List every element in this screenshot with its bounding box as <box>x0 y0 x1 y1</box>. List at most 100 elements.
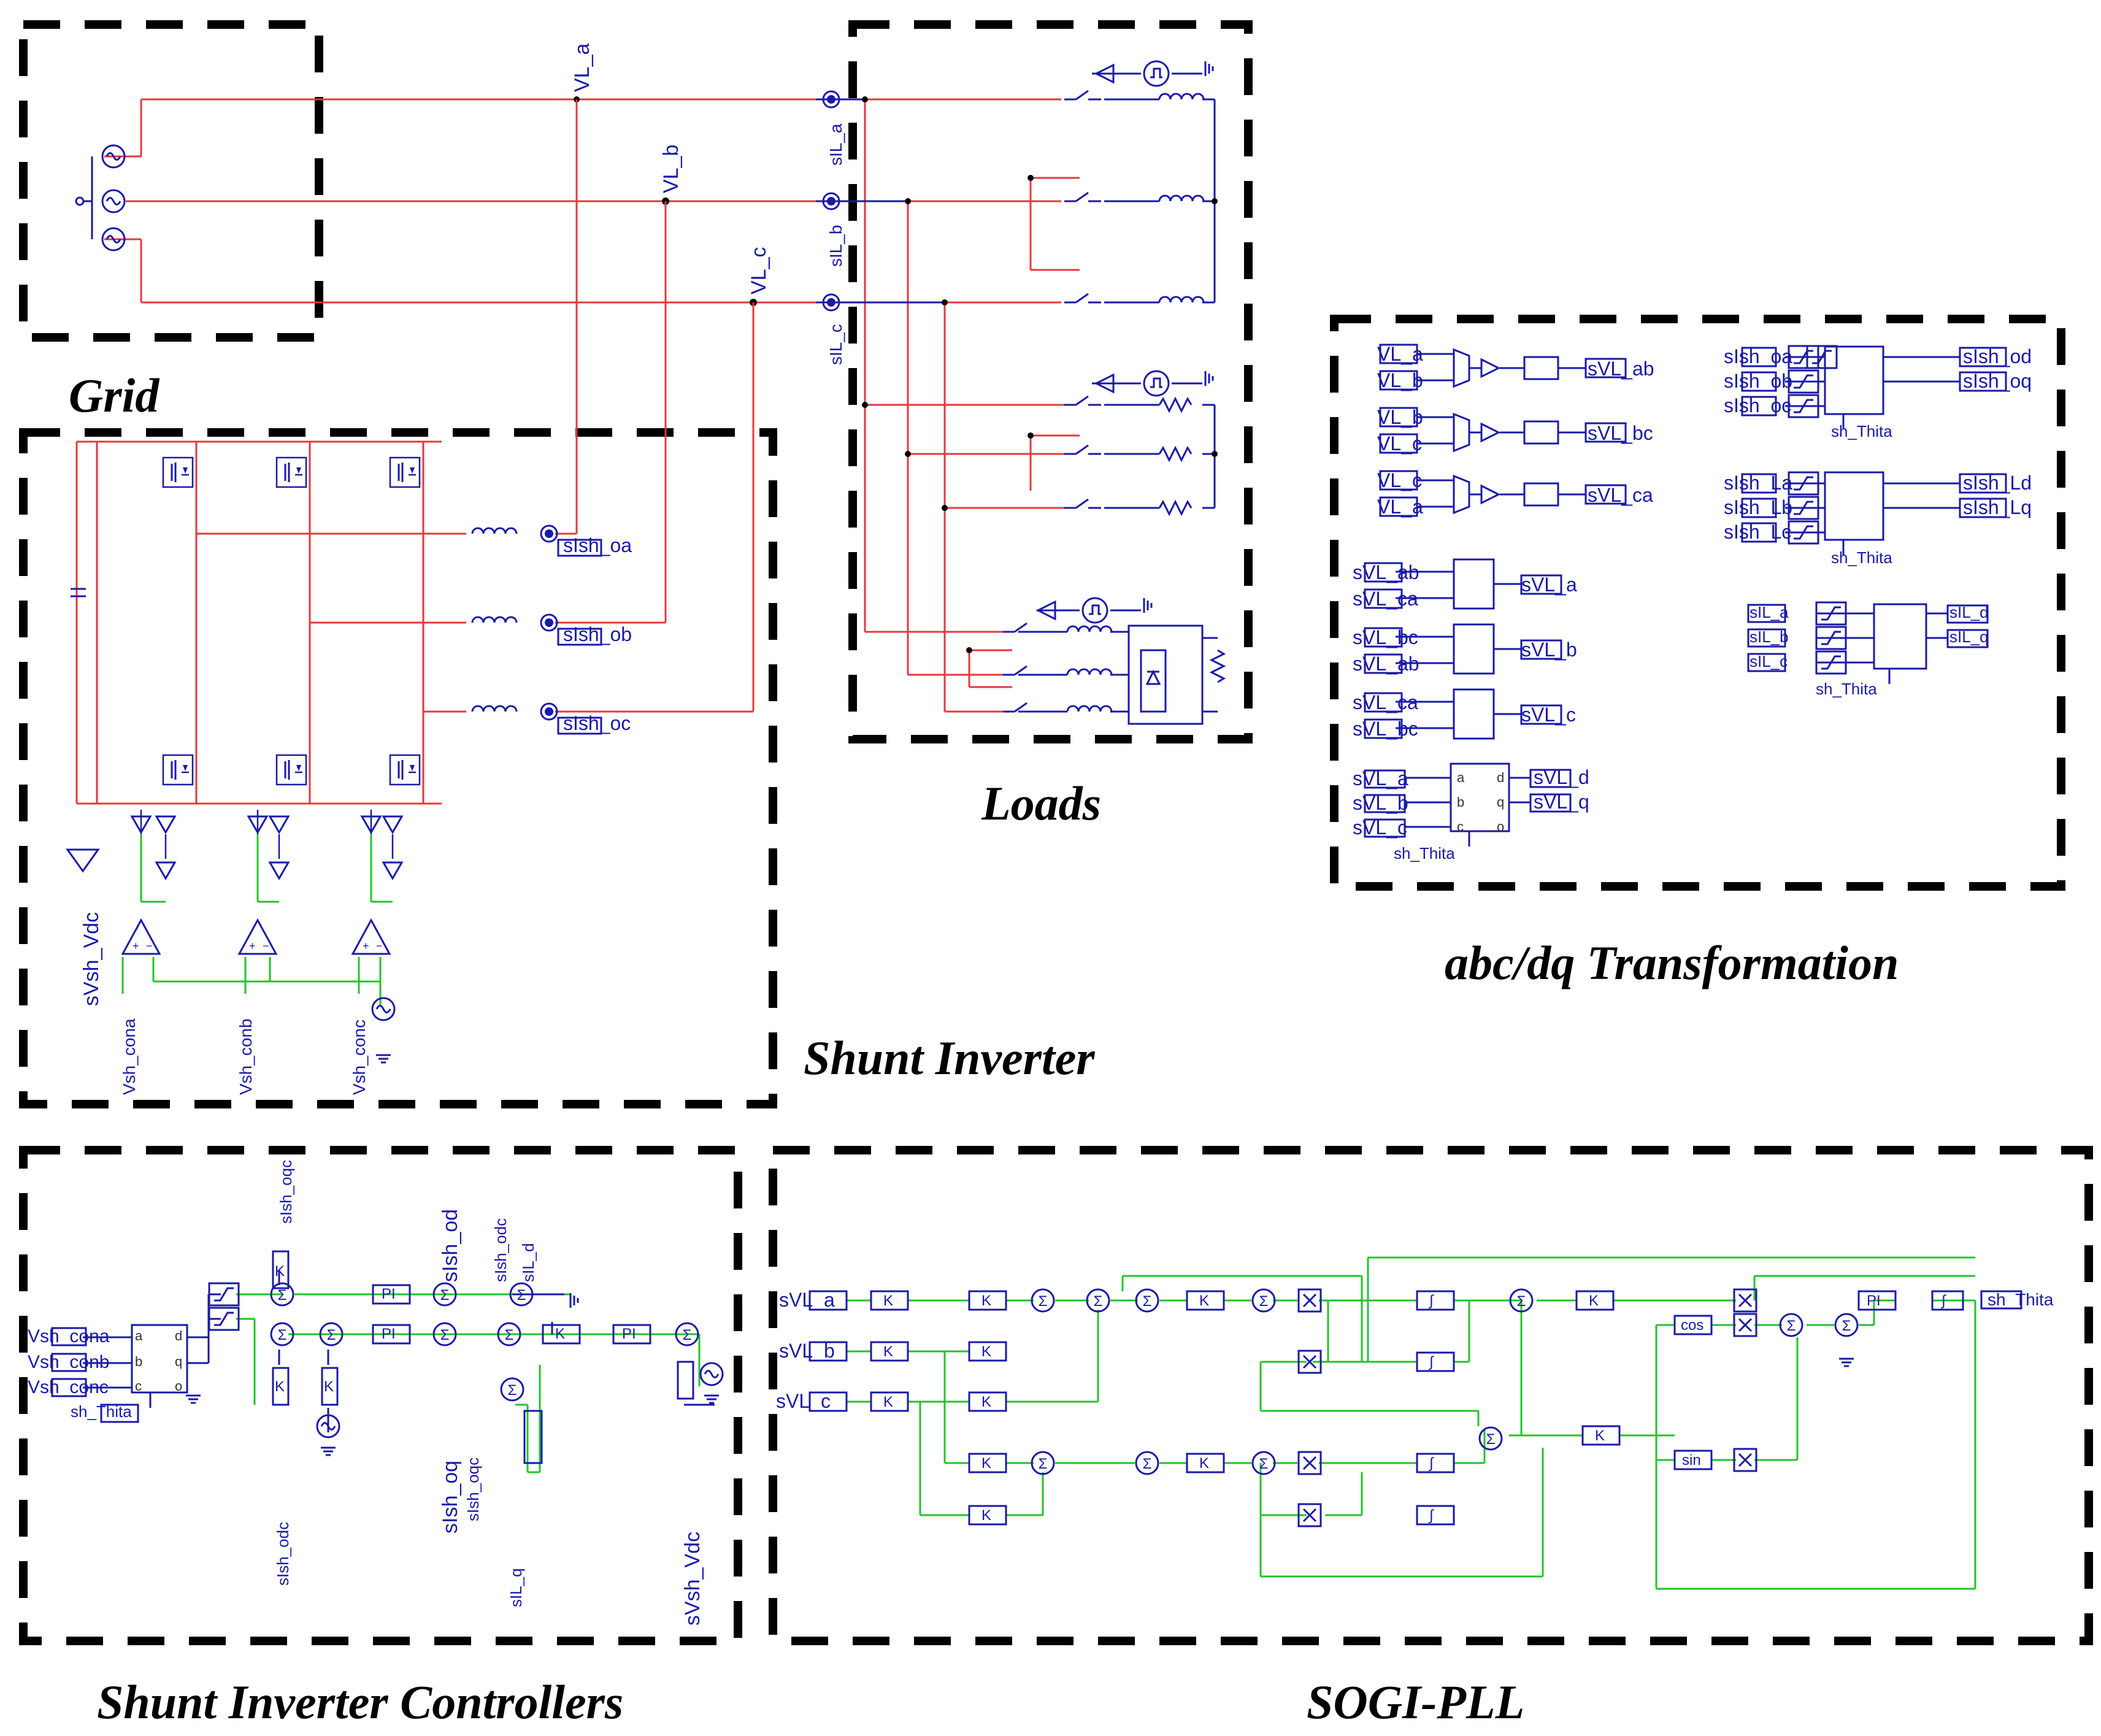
dq-ish-in-c: sIsh_oc <box>1724 394 1791 417</box>
label-ish-oa: sIsh_oa <box>563 534 632 556</box>
sogi-gain-4: K <box>981 1292 991 1309</box>
sogi-integ-5: ∫ <box>1940 1292 1946 1309</box>
title-shunt-inverter: Shunt Inverter <box>804 1031 1095 1085</box>
sogi-gain-1: K <box>883 1292 893 1309</box>
ctrl-out-c: Vsh_conc <box>28 1377 109 1397</box>
label-vl-a: VL_a <box>570 44 594 92</box>
frame-sogi <box>769 1146 2093 1645</box>
pv-in-a-2: sVL_ca <box>1353 588 1418 610</box>
pv-in-b-2: sVL_ab <box>1353 653 1419 675</box>
pv-out-c: sVL_c <box>1521 704 1576 726</box>
label-sil-a: sIL_a <box>826 123 845 166</box>
lv-in-bc-2: VL_c <box>1377 432 1422 455</box>
dq-ish-theta: sh_Thita <box>1831 422 1892 440</box>
port-c-1: c <box>1457 819 1464 834</box>
frame-grid <box>19 20 323 342</box>
ctrl-sig-ish-oqc-top: sIsh_oqc <box>277 1160 295 1224</box>
sogi-gain-7: K <box>981 1455 991 1472</box>
dq-ishl-in-a: sIsh_La <box>1724 472 1792 494</box>
dq-il-out-d: sIL_d <box>1949 603 1989 621</box>
title-abcdq: abc/dq Transformation <box>1445 936 1899 989</box>
lv-in-ab-2: VL_b <box>1377 369 1423 391</box>
lv-in-ca-1: VL_c <box>1377 469 1422 491</box>
sogi-gain-9: K <box>1199 1292 1209 1309</box>
port-q-1: q <box>1497 794 1504 810</box>
loads-circuit: sIL_a sIL_b sIL_c <box>816 60 1225 725</box>
ctrl-port-d: d <box>175 1328 182 1343</box>
ctrl-port-o: o <box>175 1378 182 1394</box>
frame-loads <box>848 20 1253 743</box>
pv-in-b-1: sVL_bc <box>1353 626 1418 648</box>
label-sil-b: sIL_b <box>826 225 845 267</box>
sogi-gain-8: K <box>981 1507 991 1524</box>
gain-4: K <box>324 1378 334 1395</box>
label-vsh-vdc: sVsh_Vdc <box>80 912 103 1006</box>
ctrl-out-a: Vsh_cona <box>28 1326 110 1346</box>
label-ish-oc: sIsh_oc <box>563 712 631 734</box>
port-b-1: b <box>1457 794 1464 810</box>
dq-ishl-out-q: sIsh_Lq <box>1963 496 2032 518</box>
dq-ish-out-d: sIsh_od <box>1963 345 2032 367</box>
title-loads: Loads <box>981 777 1101 830</box>
sogi-gain-5: K <box>981 1343 991 1360</box>
dq-vl-out-q: sVL_q <box>1534 791 1589 813</box>
ctrl-port-a: a <box>135 1328 143 1343</box>
lv-in-bc-1: VL_b <box>1377 406 1423 428</box>
sogi-out-theta: sh_Thita <box>1988 1290 2054 1309</box>
pv-out-a: sVL_a <box>1521 574 1577 596</box>
frame-controllers <box>19 1146 742 1645</box>
dq-vl-in-c: sVL_c <box>1353 816 1407 839</box>
gain-3: K <box>275 1378 285 1395</box>
ctrl-sig-ish-oqc: sIsh_oqc <box>464 1458 482 1521</box>
sogi-integ-4: ∫ <box>1428 1507 1434 1524</box>
sogi-cos: cos <box>1681 1317 1703 1334</box>
dq-il-in-c: sIL_c <box>1750 652 1788 670</box>
ctrl-sig-vsh-vdc: sVsh_Vdc <box>681 1532 704 1626</box>
sogi-sin: sin <box>1682 1452 1701 1469</box>
title-grid: Grid <box>69 369 159 422</box>
dq-ishl-theta: sh_Thita <box>1831 548 1892 567</box>
label-vsh-conc: Vsh_conc <box>350 1020 369 1095</box>
dq-ish-in-a: sIsh_oa <box>1724 345 1792 367</box>
port-o-1: o <box>1497 819 1504 834</box>
pv-out-b: sVL_b <box>1521 639 1577 661</box>
grid-circuit: VL_a VL_b VL_c <box>75 44 816 306</box>
dq-vl-in-a: sVL_a <box>1353 767 1408 789</box>
dq-ishl-in-c: sIsh_Lc <box>1724 521 1791 543</box>
gain-1: K <box>555 1326 565 1342</box>
dq-vl-in-b: sVL_b <box>1353 792 1408 814</box>
label-sil-c: sIL_c <box>826 324 845 365</box>
pv-in-a-1: sVL_ab <box>1353 561 1419 583</box>
sogi-integ-3: ∫ <box>1428 1455 1434 1472</box>
ctrl-sig-il-q: sIL_q <box>507 1568 525 1607</box>
ctrl-sig-ish-od: sIsh_od <box>439 1209 462 1282</box>
sogi-in-a: sVL_a <box>779 1289 835 1311</box>
label-vl-c: VL_c <box>747 247 770 295</box>
ctrl-theta: sh_Thita <box>71 1402 132 1421</box>
ctrl-out-b: Vsh_conb <box>28 1352 109 1372</box>
ctrl-port-c: c <box>135 1378 142 1394</box>
ctrl-port-q: q <box>175 1354 182 1369</box>
sogi-integ-2: ∫ <box>1428 1354 1434 1370</box>
dq-il-in-a: sIL_a <box>1750 603 1789 621</box>
pi-2: PI <box>382 1326 396 1342</box>
title-controllers: Shunt Inverter Controllers <box>97 1675 624 1729</box>
dq-il-theta: sh_Thita <box>1816 680 1877 698</box>
sogi-pi: PI <box>1867 1292 1881 1309</box>
pv-in-c-1: sVL_ca <box>1353 691 1418 713</box>
dq-vl-theta: sh_Thita <box>1394 844 1455 862</box>
sogi-gain-2: K <box>883 1343 893 1360</box>
controllers-blocks: PI PI PI K K K K a b c d q o Vsh_cona Vs… <box>28 1160 724 1626</box>
sogi-gain-10: K <box>1199 1455 1209 1472</box>
pi-3: PI <box>622 1326 636 1342</box>
lv-in-ab-1: VL_a <box>1377 343 1423 365</box>
sogi-in-b: sVL_b <box>779 1340 835 1362</box>
dq-il-out-q: sIL_q <box>1949 628 1989 646</box>
dq-ishl-out-d: sIsh_Ld <box>1963 472 2032 494</box>
sogi-gain-3: K <box>883 1394 893 1410</box>
label-vsh-conb: Vsh_conb <box>236 1018 255 1095</box>
lv-in-ca-2: VL_a <box>1377 496 1423 518</box>
abcdq-blocks: VL_a VL_b sVL_ab VL_b VL_c sVL_bc VL_c V… <box>1353 343 2032 862</box>
port-d-1: d <box>1497 770 1504 785</box>
